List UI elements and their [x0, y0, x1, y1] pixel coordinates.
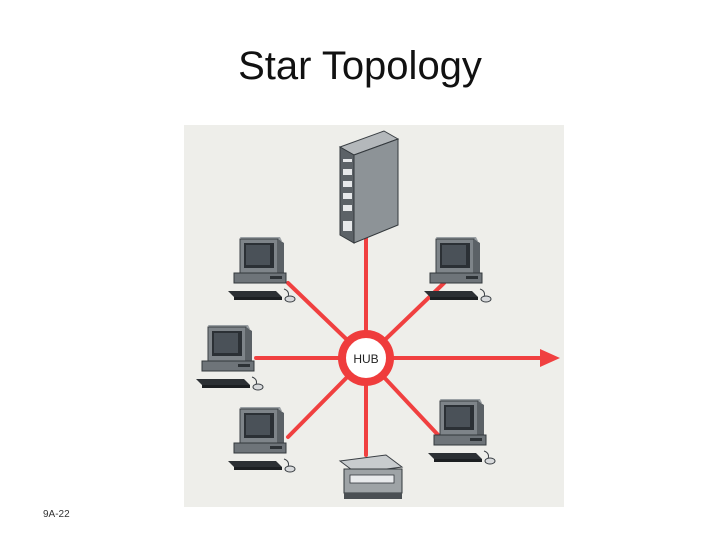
hub-node: HUB	[338, 330, 394, 386]
diagram-left-strip	[180, 125, 184, 507]
printer-icon	[338, 454, 404, 499]
slide-title: Star Topology	[238, 44, 482, 88]
arrow-right-icon	[540, 349, 560, 367]
slide-number: 9A-22	[43, 509, 70, 520]
star-topology-diagram: HUB	[180, 125, 564, 507]
hub-label: HUB	[353, 352, 378, 366]
server-icon	[338, 130, 400, 244]
